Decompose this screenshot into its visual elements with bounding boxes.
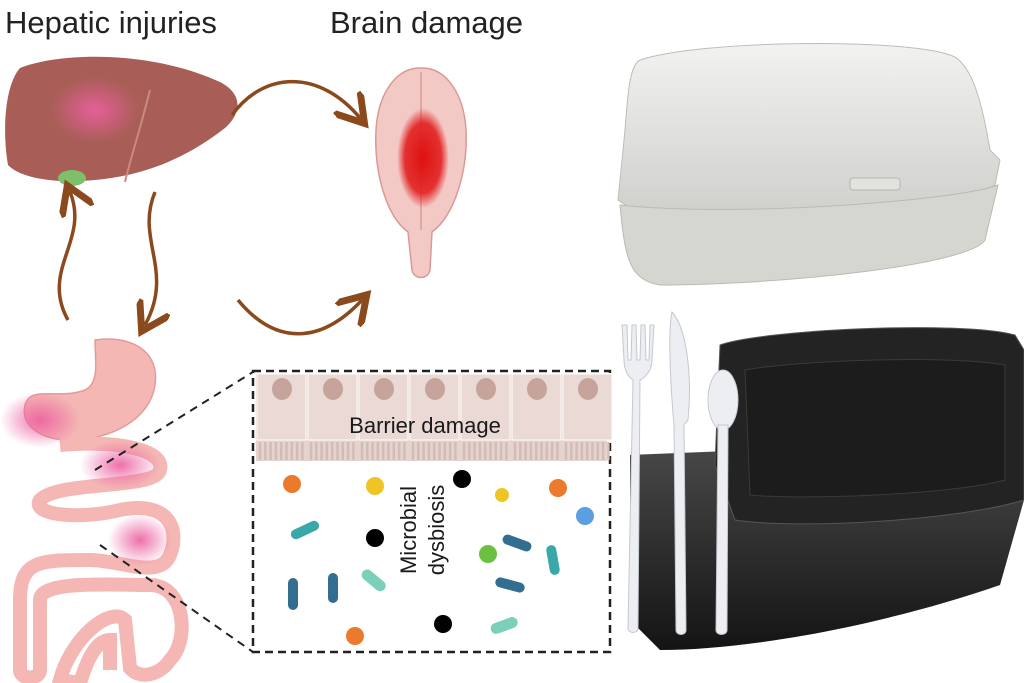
barrier-damage-label: Barrier damage [349,413,501,438]
cell-nucleus [323,378,343,400]
zoom-lines [94,371,254,653]
microbes [283,470,594,645]
gastrointestinal-tract [0,338,189,683]
cell-nucleus [476,378,496,400]
epithelial-cell [358,373,409,441]
liver [5,56,238,186]
foam-food-container [617,43,1001,286]
cell-nucleus [527,378,547,400]
microbial-label-2: dysbiosis [424,485,449,575]
microbial-label-1: Microbial [396,486,421,574]
cell-nucleus [374,378,394,400]
gut-detail-box: Barrier damage Microbial dysbiosis [251,369,613,654]
cell-nucleus [425,378,445,400]
foam-trays [630,327,1024,650]
brain-damage-label: Brain damage [330,5,524,40]
cell-nucleus [272,378,292,400]
arrows [57,79,362,334]
hepatic-injuries-label: Hepatic injuries [5,5,217,40]
plastic-cutlery [621,310,739,635]
cell-nucleus [578,378,598,400]
brain [375,67,467,279]
